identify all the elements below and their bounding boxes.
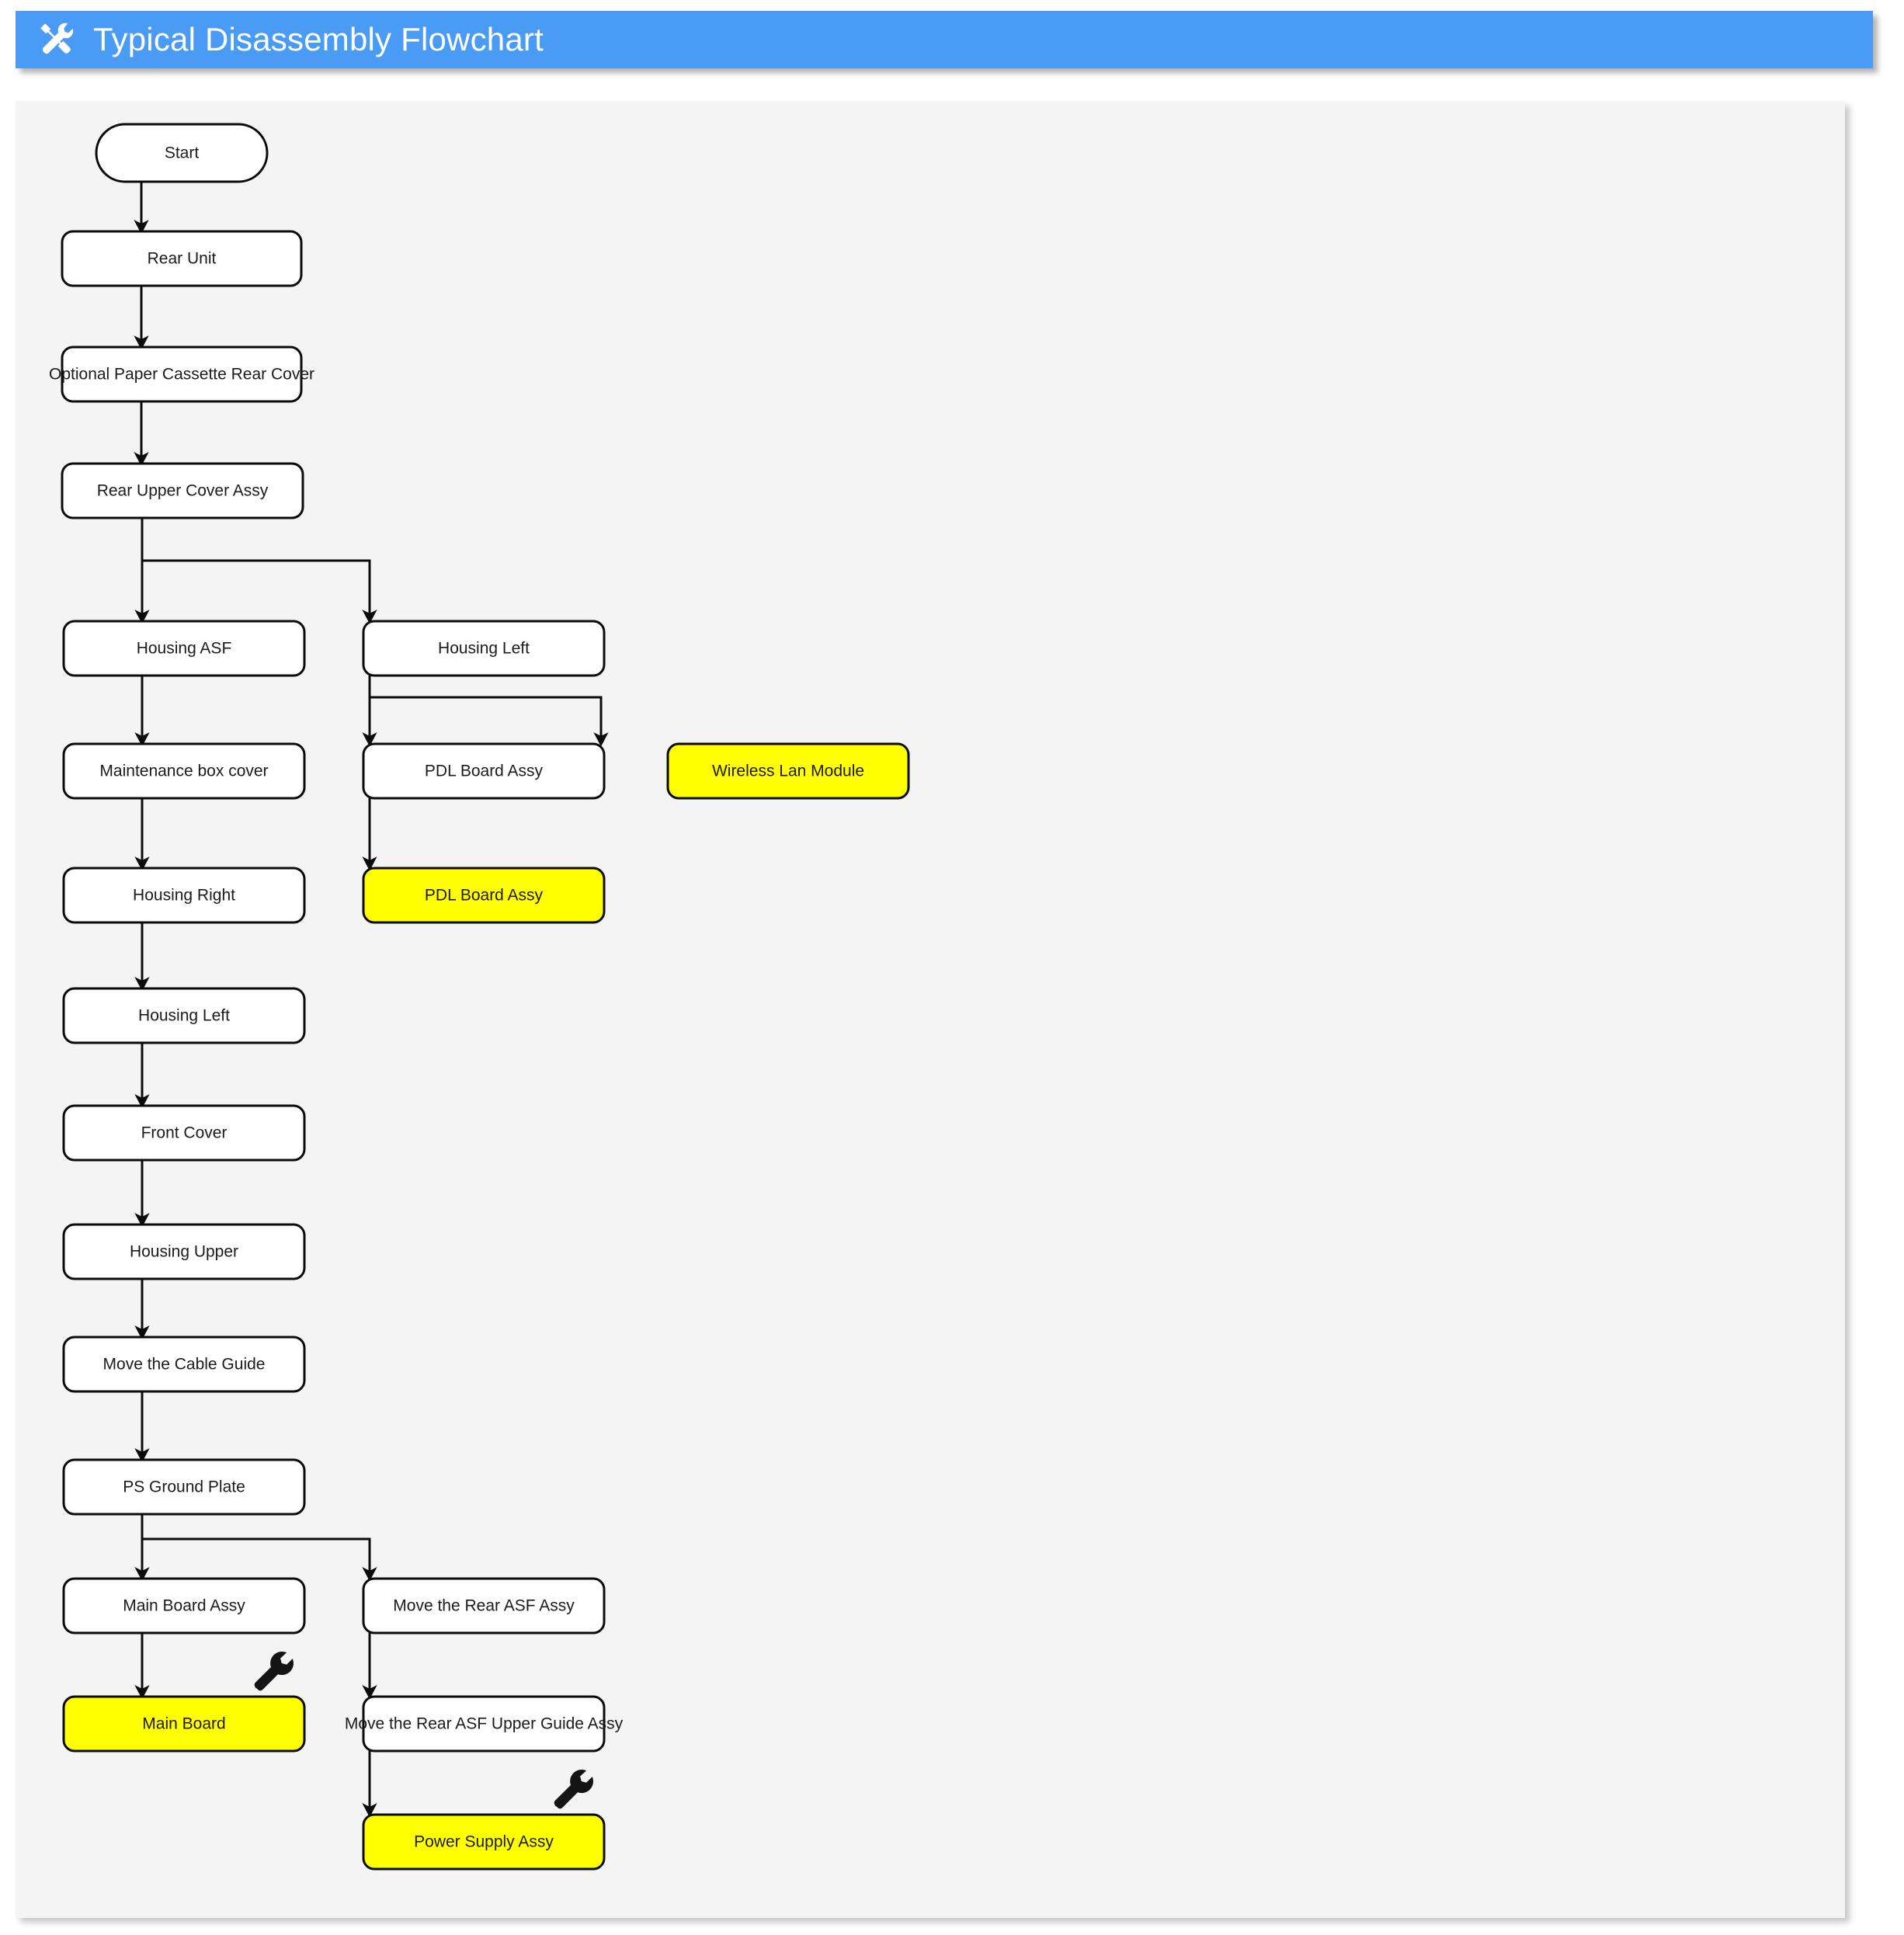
nodes-layer: Start Rear Unit Optional Paper Cassette … xyxy=(49,123,910,1871)
node-label: Rear Upper Cover Assy xyxy=(97,482,269,500)
node-housing-asf[interactable]: Housing ASF xyxy=(62,620,306,677)
node-label: Housing Right xyxy=(133,887,235,905)
edge-ps-ground-rear-asf-assy xyxy=(141,1514,377,1582)
node-label: Front Cover xyxy=(141,1124,228,1142)
wrench-icon xyxy=(254,1651,294,1691)
node-housing-left[interactable]: Housing Left xyxy=(62,987,306,1044)
node-ps-ground-plate[interactable]: PS Ground Plate xyxy=(62,1458,306,1516)
node-main-board-assy[interactable]: Main Board Assy xyxy=(62,1577,306,1635)
node-housing-right[interactable]: Housing Right xyxy=(62,867,306,924)
node-label: PDL Board Assy xyxy=(425,887,544,905)
node-label: Housing Upper xyxy=(130,1243,238,1261)
node-pdl-board-assy[interactable]: PDL Board Assy xyxy=(362,742,606,800)
hammer-and-wrench-icon xyxy=(40,23,74,54)
node-wireless-lan-module[interactable]: Wireless Lan Module xyxy=(666,742,910,800)
node-main-board[interactable]: Main Board xyxy=(62,1695,306,1753)
node-label: Move the Rear ASF Upper Guide Assy xyxy=(345,1715,624,1733)
page-title: Typical Disassembly Flowchart xyxy=(93,21,544,57)
node-maintenance-box-cover[interactable]: Maintenance box cover xyxy=(62,742,306,800)
edges-layer xyxy=(134,182,609,1818)
node-start[interactable]: Start xyxy=(95,123,269,183)
node-rear-unit[interactable]: Rear Unit xyxy=(61,230,303,287)
node-label: Rear Unit xyxy=(148,250,217,268)
node-label: Housing ASF xyxy=(137,640,232,658)
edge-housing-left-wireless-lan xyxy=(368,676,609,747)
app-header: Typical Disassembly Flowchart xyxy=(16,11,1873,68)
node-label: Housing Left xyxy=(438,640,530,658)
node-label: Main Board xyxy=(142,1715,225,1733)
node-label: Move the Rear ASF Assy xyxy=(393,1597,575,1615)
node-label: PS Ground Plate xyxy=(123,1478,245,1496)
node-label: Wireless Lan Module xyxy=(712,763,864,780)
wrench-icon xyxy=(554,1769,593,1809)
node-label: PDL Board Assy xyxy=(425,763,544,780)
node-power-supply-assy[interactable]: Power Supply Assy xyxy=(362,1813,606,1871)
node-pdl-board-assy-highlight[interactable]: PDL Board Assy xyxy=(362,867,606,924)
node-optional-paper-cassette-rear-cover[interactable]: Optional Paper Cassette Rear Cover xyxy=(49,346,314,403)
flowchart-svg: Start Rear Unit Optional Paper Cassette … xyxy=(49,123,910,1871)
node-label: Power Supply Assy xyxy=(414,1833,554,1851)
node-label: Housing Left xyxy=(138,1007,230,1025)
node-move-the-rear-asf-assy[interactable]: Move the Rear ASF Assy xyxy=(362,1577,606,1635)
node-front-cover[interactable]: Front Cover xyxy=(62,1104,306,1162)
node-housing-upper[interactable]: Housing Upper xyxy=(62,1223,306,1280)
node-label: Maintenance box cover xyxy=(99,763,268,780)
node-move-the-cable-guide[interactable]: Move the Cable Guide xyxy=(62,1336,306,1393)
node-label: Main Board Assy xyxy=(123,1597,245,1615)
node-rear-upper-cover-assy[interactable]: Rear Upper Cover Assy xyxy=(61,462,304,519)
node-label: Optional Paper Cassette Rear Cover xyxy=(49,366,314,384)
node-move-the-rear-asf-upper-guide-assy[interactable]: Move the Rear ASF Upper Guide Assy xyxy=(345,1695,624,1753)
node-label: Start xyxy=(165,144,200,162)
markers-layer xyxy=(254,1651,593,1809)
flowchart-canvas: Start Rear Unit Optional Paper Cassette … xyxy=(16,101,1845,1918)
node-label: Move the Cable Guide xyxy=(103,1356,266,1374)
edge-rear-upper-housing-left-top xyxy=(141,518,377,624)
node-housing-left-branch[interactable]: Housing Left xyxy=(362,620,606,677)
